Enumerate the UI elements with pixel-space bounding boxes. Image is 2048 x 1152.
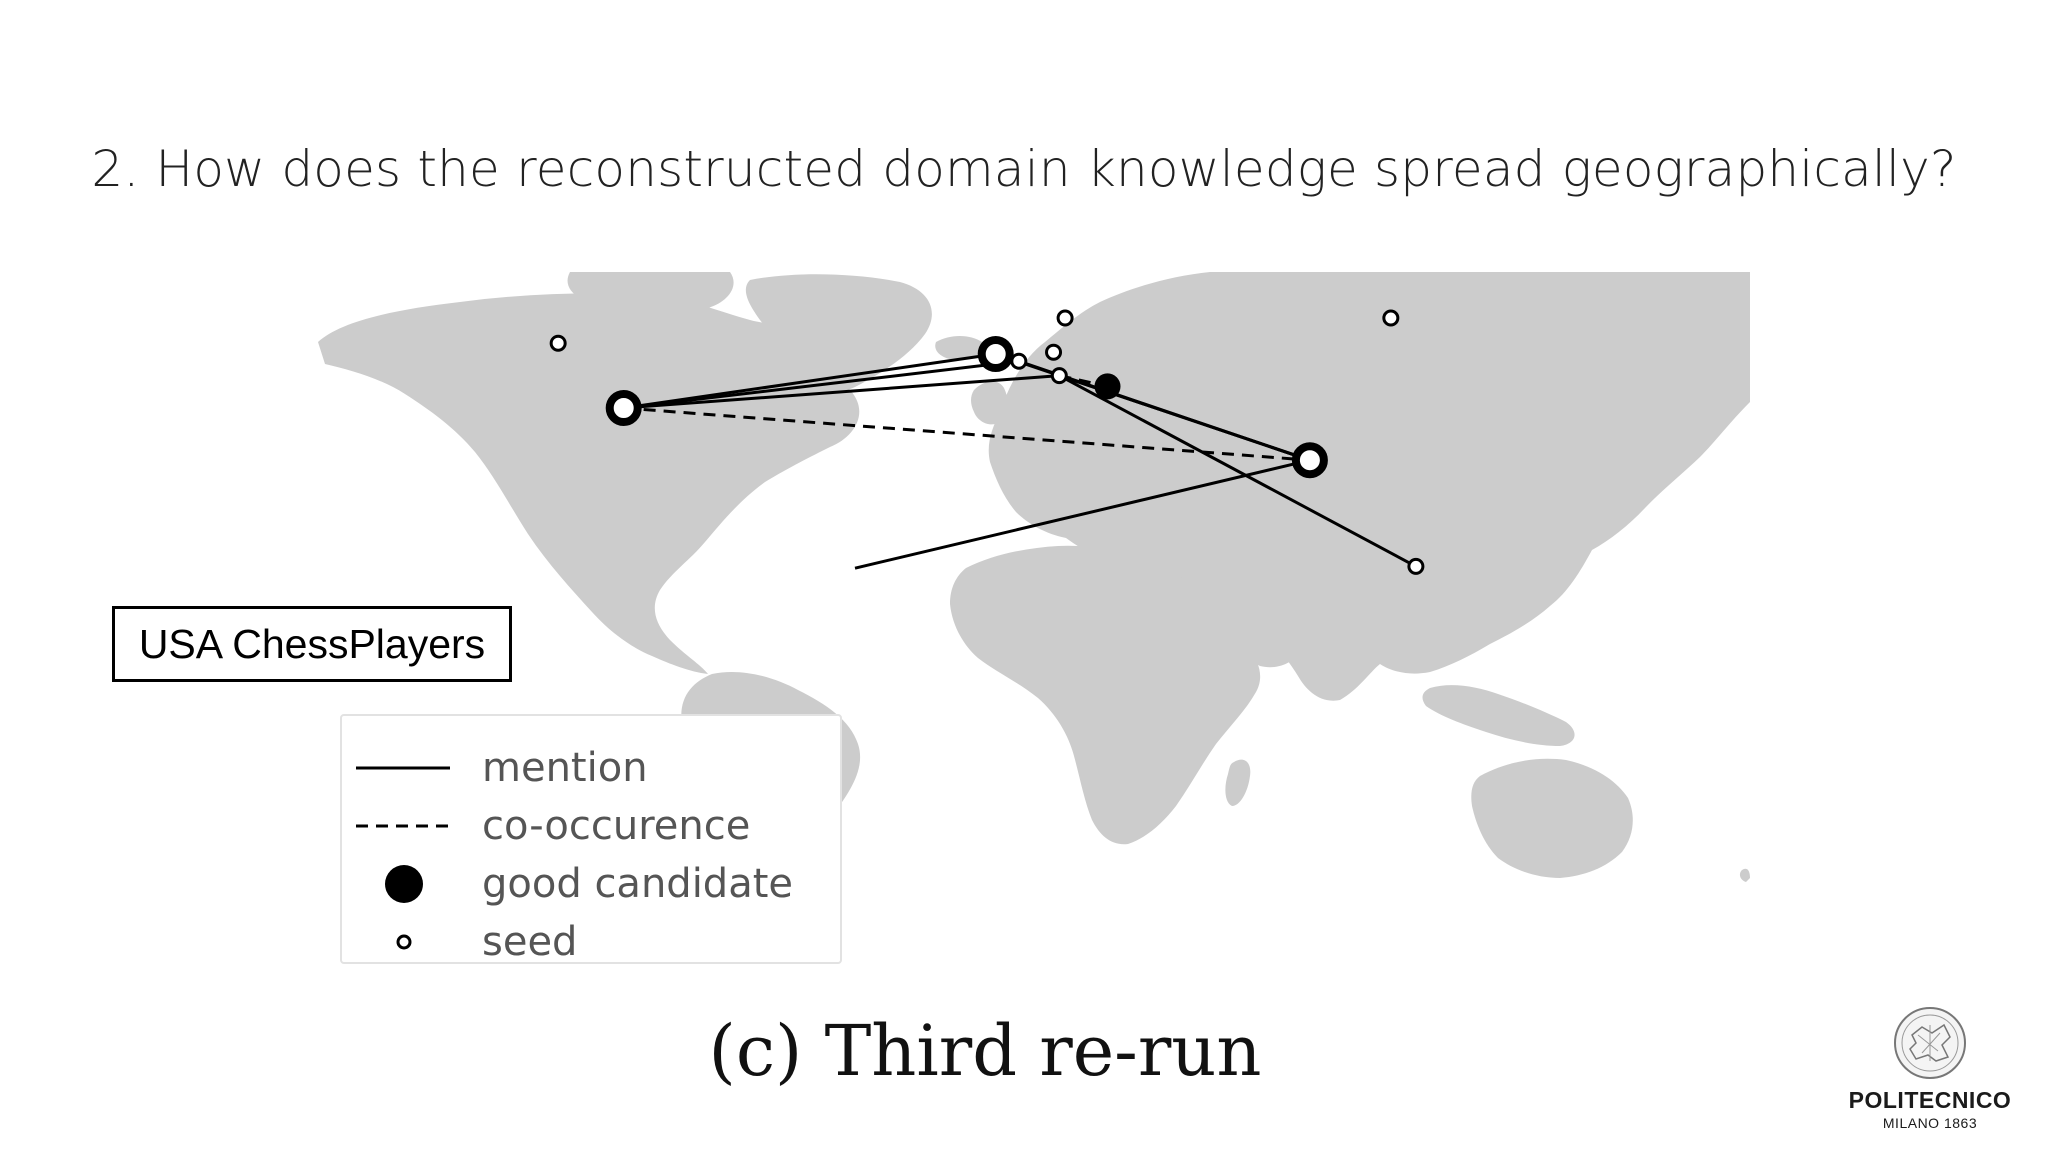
edge-mention-usa-uk: [623, 352, 996, 410]
seal-icon: [1894, 1007, 1966, 1079]
legend-label: good candidate: [482, 861, 793, 907]
node-seed-russia: [1382, 309, 1400, 327]
hollow-dot-icon: [396, 934, 412, 950]
edge-mention-usa-netherlands: [623, 359, 1020, 410]
land-japan: [1592, 465, 1629, 525]
logo-subtitle: MILANO 1863: [1882, 1115, 1978, 1131]
node-seed-austria: [1050, 367, 1068, 385]
legend-item-good-candidate: good candidate: [342, 854, 840, 914]
edge-mention-usa-austria: [623, 374, 1060, 410]
logo-name: POLITECNICO: [1848, 1087, 2012, 1113]
land-arctic-islands: [567, 272, 734, 313]
land-iceland: [935, 336, 983, 360]
land-north-america: [318, 293, 860, 674]
node-seed-indonesia: [1407, 557, 1425, 575]
land-british-isles: [971, 381, 1008, 425]
node-seed-germany: [1045, 343, 1063, 361]
map-nodes: [549, 309, 1425, 575]
map-edges: [623, 352, 1417, 570]
node-hub-seed-usa: [605, 390, 642, 426]
legend-label: mention: [482, 745, 648, 791]
legend-item-seed: seed: [342, 912, 840, 972]
node-hub-seed-uk: [977, 336, 1014, 372]
node-hub-seed-india: [1291, 442, 1328, 479]
slide-title: 2. How does the reconstructed domain kno…: [91, 140, 1957, 198]
land-australia: [1471, 758, 1633, 878]
land-new-zealand: [1739, 868, 1750, 882]
legend-label: seed: [482, 919, 578, 965]
land-madagascar: [1225, 759, 1251, 806]
dashed-line-icon: [356, 824, 450, 828]
node-seed-norway: [1056, 309, 1074, 327]
legend-item-mention: mention: [342, 738, 840, 798]
land-arabia: [1209, 587, 1302, 668]
map-legend: mention co-occurence good candidate seed: [340, 714, 842, 965]
land-greenland: [745, 274, 932, 393]
land-africa: [950, 545, 1261, 845]
edge-mention-austria-indonesia: [1058, 374, 1417, 568]
legend-item-co-occurence: co-occurence: [342, 796, 840, 856]
solid-line-icon: [356, 766, 450, 770]
university-logo: POLITECNICO MILANO 1863: [1840, 1005, 2020, 1135]
node-seed-netherlands: [1010, 352, 1028, 370]
edge-co-occurence-usa-india: [623, 406, 1311, 462]
edge-mention-india-brazil: [854, 458, 1311, 570]
legend-label: co-occurence: [482, 803, 751, 849]
filled-dot-icon: [385, 865, 423, 903]
figure-caption: (c) Third re-run: [708, 1010, 1262, 1092]
node-seed-canada: [549, 334, 567, 352]
land-se-asia-islands: [1422, 685, 1575, 746]
dataset-tag: USA ChessPlayers: [112, 606, 512, 682]
node-good-candidate-bulgaria: [1094, 373, 1121, 400]
